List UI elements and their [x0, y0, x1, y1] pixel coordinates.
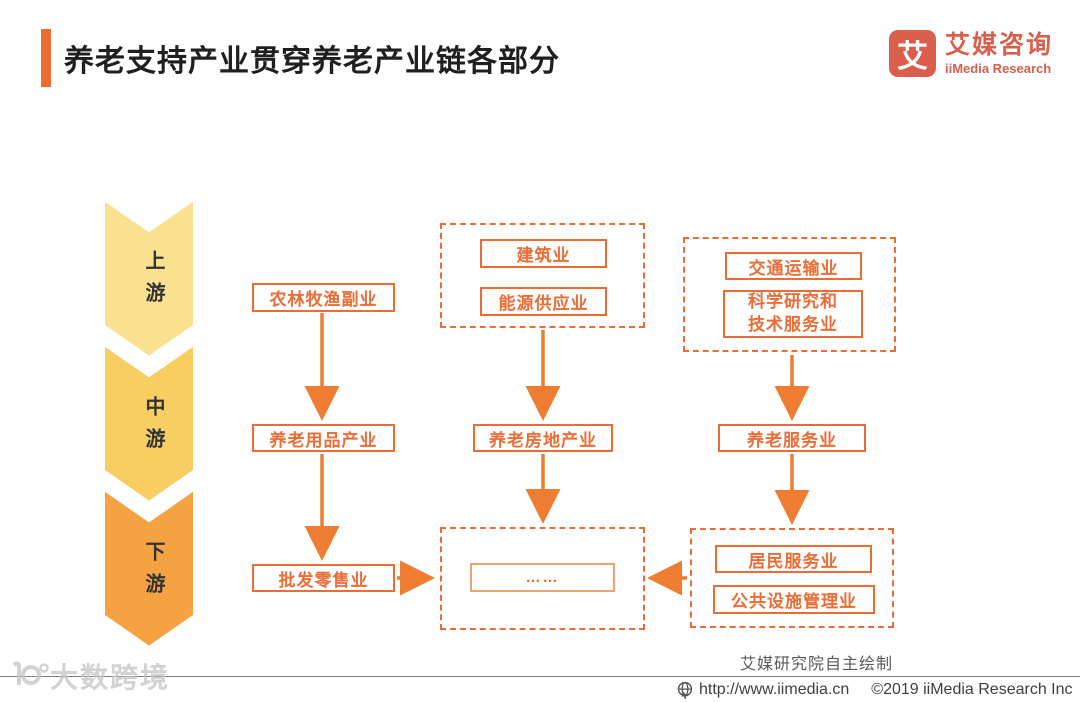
chevron-downstream — [101, 484, 197, 651]
stage-label-upstream: 上游 — [142, 250, 164, 314]
group-ellipsis — [440, 527, 645, 630]
footer-url: http://www.iimedia.cn — [699, 681, 850, 698]
footer-copyright: ©2019 iiMedia Research Inc — [871, 681, 1073, 698]
node-public-facilities: 公共设施管理业 — [713, 585, 875, 614]
logo-name-en: iiMedia Research — [945, 60, 1052, 76]
iimedia-logo-icon: 艾 — [889, 30, 936, 77]
title-accent-bar — [41, 29, 51, 87]
node-elder-products: 养老用品产业 — [252, 424, 395, 452]
node-construction: 建筑业 — [480, 239, 607, 268]
stage-label-downstream: 下游 — [142, 541, 164, 605]
stage-label-midstream: 中游 — [142, 396, 164, 460]
footer-divider — [0, 676, 1080, 677]
node-transport: 交通运输业 — [725, 252, 862, 280]
node-energy: 能源供应业 — [480, 287, 607, 316]
logo-name-cn: 艾媒咨询 — [945, 30, 1054, 59]
stage-chevrons — [101, 196, 197, 651]
node-wholesale: 批发零售业 — [252, 564, 395, 592]
iimedia-logo-text: 艾媒咨询 iiMedia Research — [945, 30, 1054, 76]
page-title: 养老支持产业贯穿养老产业链各部分 — [64, 45, 560, 78]
globe-cursor-icon — [677, 681, 693, 699]
node-ellipsis: …… — [470, 563, 615, 592]
node-elder-realestate: 养老房地产业 — [473, 424, 613, 452]
group-resident-facilities — [690, 528, 894, 628]
watermark: 大数跨境 — [6, 656, 170, 696]
node-science: 科学研究和 技术服务业 — [723, 290, 863, 338]
node-resident-services: 居民服务业 — [715, 545, 872, 573]
source-credit: 艾媒研究院自主绘制 — [740, 656, 894, 673]
chevron-midstream — [101, 339, 197, 506]
watermark-text: 大数跨境 — [50, 662, 171, 693]
watermark-logo-icon — [12, 661, 49, 685]
node-elder-services: 养老服务业 — [718, 424, 866, 452]
group-construction-energy — [440, 223, 645, 328]
chevron-upstream — [101, 196, 197, 361]
node-agriculture: 农林牧渔副业 — [252, 283, 395, 312]
iimedia-logo: 艾 艾媒咨询 iiMedia Research — [889, 30, 1053, 77]
group-transport-science — [683, 237, 896, 352]
footer-info: http://www.iimedia.cn ©2019 iiMedia Rese… — [676, 679, 1073, 701]
